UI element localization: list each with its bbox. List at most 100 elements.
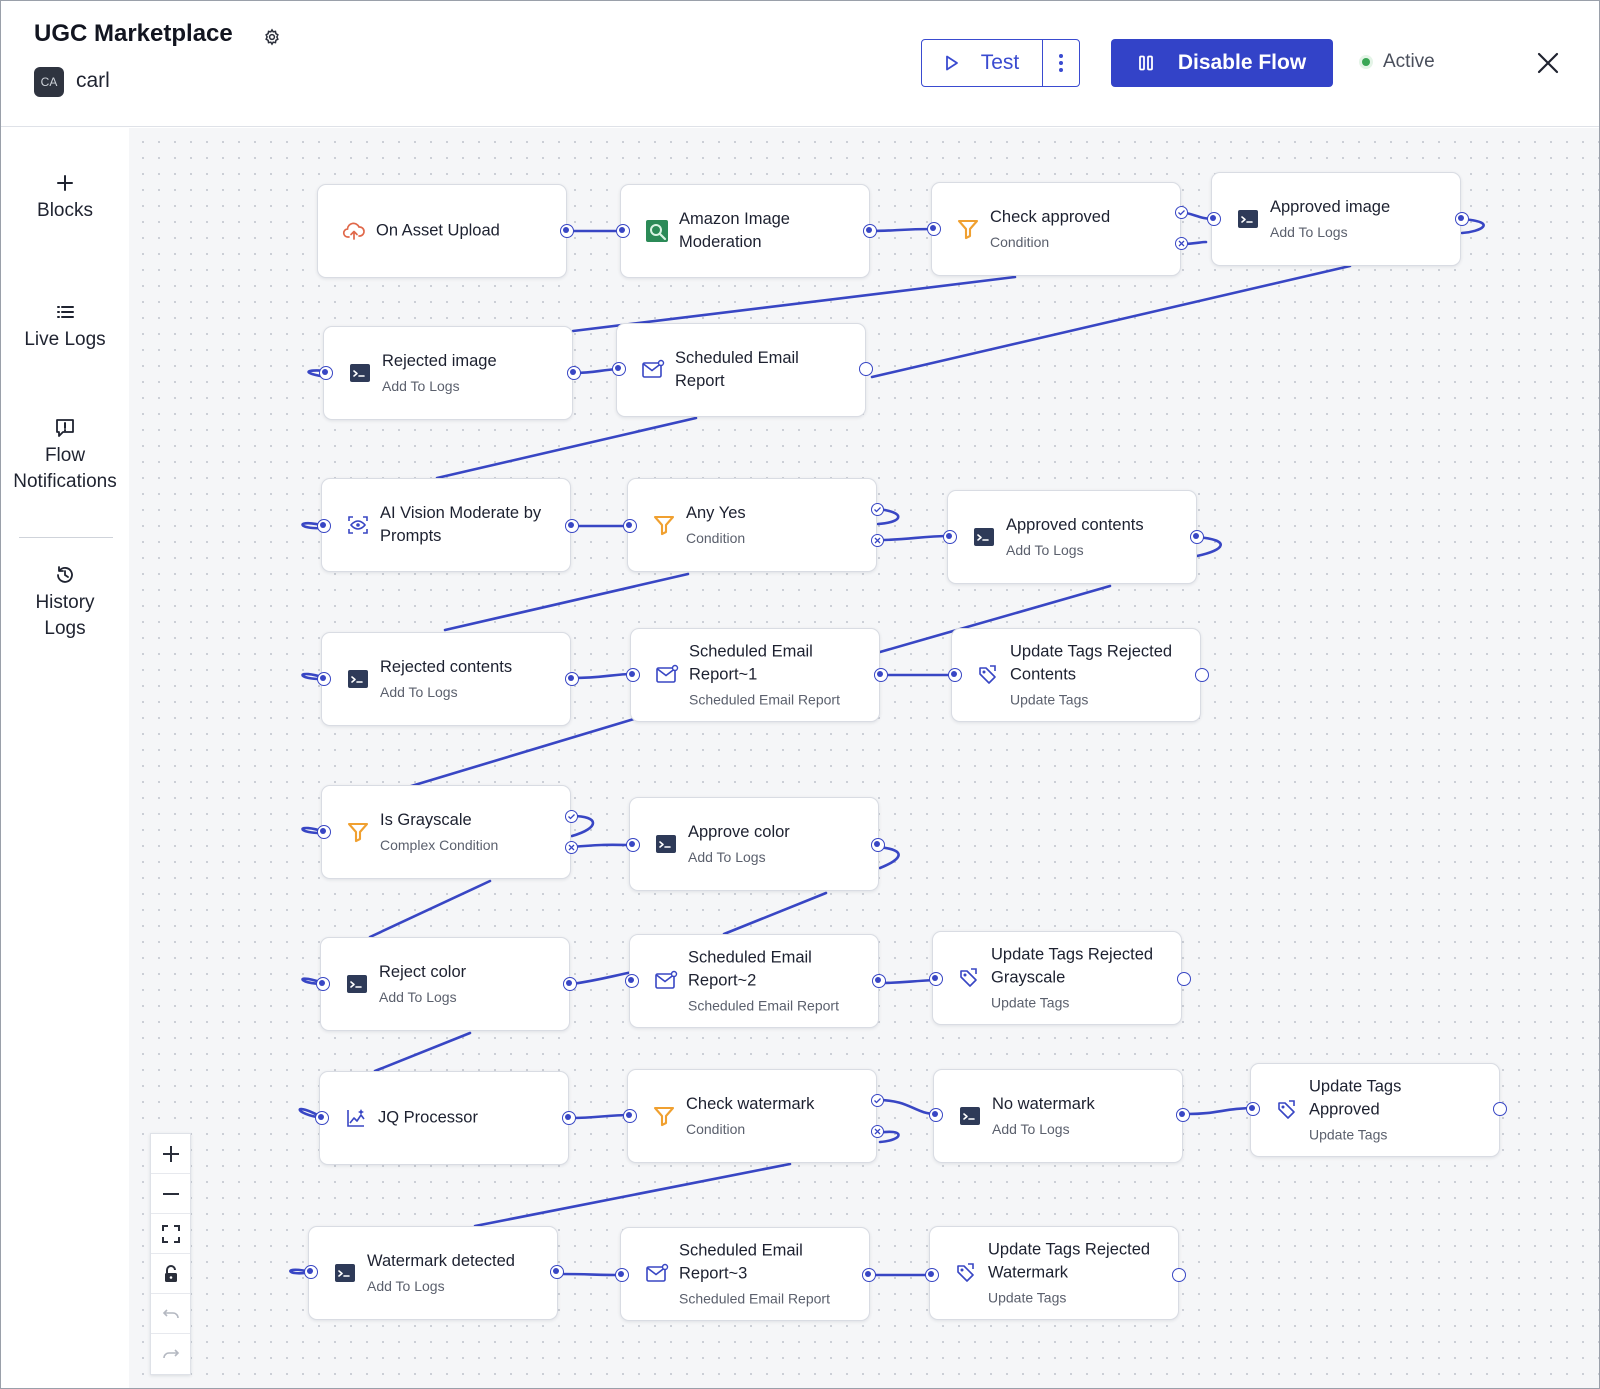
flow-node-on-asset-upload[interactable]: On Asset Upload <box>317 184 567 278</box>
output-port[interactable] <box>863 224 877 238</box>
flow-node-jq-processor[interactable]: JQ Processor <box>319 1071 569 1165</box>
output-port[interactable] <box>871 838 885 852</box>
node-title: Approve color <box>688 823 790 841</box>
input-port[interactable] <box>316 977 330 991</box>
output-port[interactable] <box>1177 972 1191 986</box>
flow-node-ai-vision-moderate[interactable]: AI Vision Moderate by Prompts <box>321 478 571 572</box>
disable-flow-button[interactable]: Disable Flow <box>1111 39 1333 87</box>
flow-node-scheduled-email-report[interactable]: Scheduled Email Report <box>616 323 866 417</box>
false-port-x-icon[interactable] <box>871 534 884 547</box>
flow-canvas[interactable] <box>129 128 1599 1388</box>
false-port-x-icon[interactable] <box>871 1125 884 1138</box>
sidebar: Blocks Live Logs Flow Notifications Hist… <box>1 128 129 1388</box>
output-port[interactable] <box>565 519 579 533</box>
true-port-check-icon[interactable] <box>565 810 578 823</box>
output-port[interactable] <box>1455 212 1469 226</box>
true-port-check-icon[interactable] <box>871 503 884 516</box>
input-port[interactable] <box>317 519 331 533</box>
close-icon[interactable] <box>1536 51 1560 75</box>
output-port[interactable] <box>563 977 577 991</box>
output-port[interactable] <box>567 366 581 380</box>
zoom-in-button[interactable] <box>151 1134 190 1174</box>
output-port[interactable] <box>565 672 579 686</box>
sidebar-item-history-logs[interactable]: History Logs <box>1 564 129 642</box>
zoom-out-button[interactable] <box>151 1174 190 1214</box>
input-port[interactable] <box>626 838 640 852</box>
output-port[interactable] <box>874 668 888 682</box>
output-port[interactable] <box>562 1111 576 1125</box>
node-subtitle: Add To Logs <box>367 1278 445 1294</box>
node-title: Scheduled Email Report~1 <box>689 642 813 684</box>
input-port[interactable] <box>623 519 637 533</box>
input-port[interactable] <box>625 974 639 988</box>
output-port[interactable] <box>1195 668 1209 682</box>
input-port[interactable] <box>612 362 626 376</box>
output-port[interactable] <box>1176 1108 1190 1122</box>
output-port[interactable] <box>859 362 873 376</box>
output-port[interactable] <box>560 224 574 238</box>
input-port[interactable] <box>1207 212 1221 226</box>
tag-icon <box>979 665 996 684</box>
input-port[interactable] <box>929 972 943 986</box>
input-port[interactable] <box>623 1109 637 1123</box>
input-port[interactable] <box>626 668 640 682</box>
true-port-check-icon[interactable] <box>1175 206 1188 219</box>
output-port[interactable] <box>1172 1268 1186 1282</box>
false-port-x-icon[interactable] <box>565 841 578 854</box>
input-port[interactable] <box>1246 1102 1260 1116</box>
input-port[interactable] <box>943 530 957 544</box>
undo-button[interactable] <box>151 1294 190 1334</box>
sidebar-divider <box>19 537 113 538</box>
input-port[interactable] <box>315 1111 329 1125</box>
input-port[interactable] <box>616 224 630 238</box>
input-port[interactable] <box>929 1108 943 1122</box>
input-port[interactable] <box>317 672 331 686</box>
fit-view-button[interactable] <box>151 1214 190 1254</box>
output-port[interactable] <box>550 1265 564 1279</box>
false-port-x-icon[interactable] <box>1175 237 1188 250</box>
input-port[interactable] <box>927 222 941 236</box>
test-button[interactable]: Test <box>922 40 1043 86</box>
gear-icon[interactable] <box>263 28 281 46</box>
output-port[interactable] <box>1493 1102 1507 1116</box>
terminal-icon <box>348 670 368 688</box>
user-name: carl <box>76 69 110 92</box>
node-subtitle: Condition <box>990 234 1050 250</box>
lock-button[interactable] <box>151 1254 190 1294</box>
flow-node-amazon-image-moderation[interactable]: Amazon Image Moderation <box>620 184 870 278</box>
sidebar-item-live-logs[interactable]: Live Logs <box>1 301 129 353</box>
redo-button[interactable] <box>151 1334 190 1374</box>
output-port[interactable] <box>1190 530 1204 544</box>
input-port[interactable] <box>319 366 333 380</box>
true-port-check-icon[interactable] <box>871 1094 884 1107</box>
input-port[interactable] <box>304 1265 318 1279</box>
sidebar-item-blocks[interactable]: Blocks <box>1 172 129 224</box>
sidebar-item-flow-notifications[interactable]: Flow Notifications <box>1 417 129 495</box>
input-port[interactable] <box>317 825 331 839</box>
output-port[interactable] <box>872 974 886 988</box>
output-port[interactable] <box>862 1268 876 1282</box>
more-options-button[interactable] <box>1043 54 1079 72</box>
input-port[interactable] <box>925 1268 939 1282</box>
input-port[interactable] <box>615 1268 629 1282</box>
input-port[interactable] <box>948 668 962 682</box>
